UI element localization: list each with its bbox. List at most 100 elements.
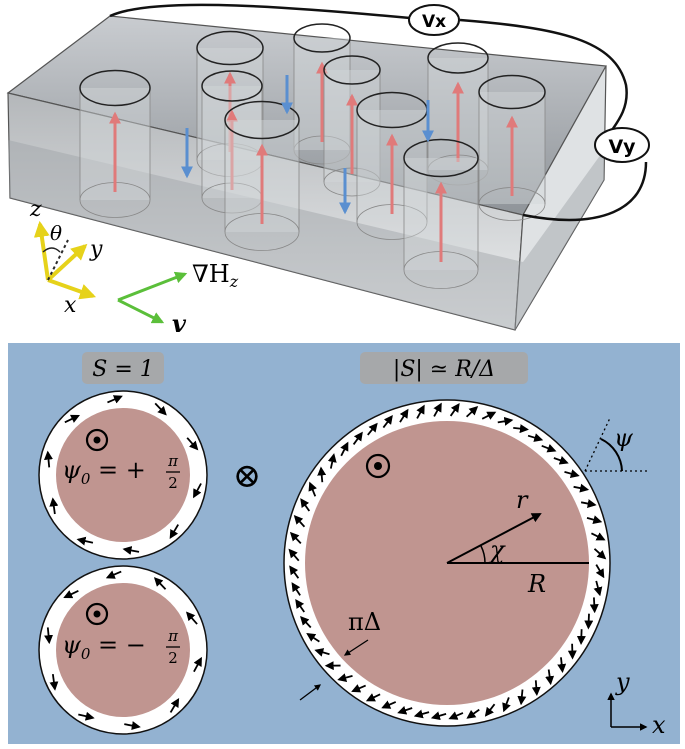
wall-spin-arrow [593, 548, 607, 560]
out-of-plane-icon [85, 428, 109, 452]
wall-spin-arrow [564, 469, 580, 478]
wall-spin-arrow [413, 709, 430, 719]
domain-cylinders [79, 23, 546, 289]
odot-ring [85, 602, 109, 626]
meter-vy-label: Vy [608, 136, 636, 158]
wall-arrows [44, 395, 202, 555]
wall-spin-arrow [169, 524, 179, 540]
gradient-label: ∇Hz [192, 260, 239, 291]
cylinder [224, 100, 300, 251]
wall-spin-arrow [289, 565, 300, 579]
small-skyrmion-minus: ψ0 = − π 2 [38, 565, 208, 735]
wall-spin-arrow [531, 680, 541, 697]
x-axis-label: x [64, 293, 77, 318]
wall-spin-arrow [63, 589, 79, 599]
cylinder-top [79, 69, 151, 107]
wall-spin-arrow [300, 615, 312, 629]
cylinder [403, 138, 479, 289]
small-title: S = 1 [92, 357, 154, 382]
cylinder [427, 42, 489, 186]
velocity-label: v [172, 309, 187, 338]
odot-ring [85, 428, 109, 452]
wall-spin-arrow [545, 669, 555, 686]
wall-arrows [44, 570, 202, 730]
wall-spin-arrow [465, 406, 479, 418]
wall-spin-arrow [553, 456, 569, 465]
big-skyrmion: r χ R ψ πΔ [283, 399, 650, 727]
wall-spin-arrow [381, 700, 397, 709]
cylinder [478, 74, 546, 221]
wall-spin-arrow [306, 632, 320, 643]
film-layer [8, 140, 604, 330]
wall-spin-arrow [308, 481, 317, 497]
z-axis-label: z [29, 197, 42, 222]
wall-spin-arrow [573, 483, 590, 493]
wall-spin-arrow [382, 414, 393, 429]
cylinder-top [427, 42, 489, 74]
into-plane-icon: ⊗ [233, 456, 262, 496]
meter-vx: Vx [408, 4, 460, 36]
wall-spin-arrow [580, 499, 597, 508]
wall-spin-arrow [186, 437, 199, 451]
wall-spin-arrow [49, 497, 59, 515]
cylinder-top [323, 55, 381, 85]
wall-inner-pointer [343, 639, 369, 656]
wall-spin-arrow [399, 408, 409, 423]
wall-spin-arrow [397, 705, 413, 715]
meter-vy-body [594, 127, 650, 163]
out-of-plane-icon [365, 453, 391, 479]
wall-spin-arrow [295, 599, 305, 613]
meter-wires [109, 3, 648, 222]
wall-spin-arrow [484, 703, 496, 717]
wall-spin-arrow [193, 483, 202, 499]
wall-spin-arrow [337, 673, 353, 683]
core [56, 583, 190, 717]
cylinder-top [478, 74, 546, 110]
psi-label: ψ [614, 424, 634, 452]
theta-label: θ [50, 221, 62, 245]
y-axis-label: y [89, 237, 103, 262]
big-title: |S| ≃ R/Δ [393, 357, 495, 382]
vy-wire [522, 161, 648, 222]
wall-spin-arrow [317, 466, 327, 483]
wall-spin-arrow [288, 548, 300, 562]
wall-spin-arrow [449, 402, 460, 417]
wall-spin-arrow [169, 697, 180, 713]
wall-spin-arrow [49, 674, 59, 691]
wall-spin-arrow [527, 433, 544, 442]
cylinder [79, 69, 151, 218]
meter-vx-label: Vx [422, 12, 446, 32]
wall-spin-arrow [584, 613, 594, 630]
odot-ring [365, 453, 391, 479]
wall-spin-arrow [576, 629, 586, 645]
wall-spin-arrow [502, 697, 511, 713]
wall-spin-arrow [107, 395, 123, 404]
psi-minus-label: ψ0 = − [62, 631, 146, 663]
wall-spin-arrow [64, 414, 80, 424]
meter-vx-body [408, 4, 460, 36]
wall-spin-arrow [193, 656, 202, 673]
cylinder-top [224, 100, 300, 140]
wall-spin-arrow [153, 577, 167, 590]
psi-minus-frac-num: π [167, 627, 179, 645]
wall-spin-arrow [314, 648, 330, 657]
psi-plus-frac-den: 2 [168, 474, 178, 492]
wall-spin-arrow [351, 684, 367, 693]
odot-center [93, 610, 101, 618]
chi-label: χ [488, 536, 506, 564]
out-of-plane-icon [85, 602, 109, 626]
cylinder-top [403, 138, 479, 178]
wall-spin-arrow [185, 611, 198, 625]
wall-spin-arrow [122, 546, 140, 555]
odot-center [374, 462, 382, 470]
small-skyrmion-plus: ψ0 = + π 2 [38, 390, 208, 560]
chi-arc [480, 545, 486, 564]
cylinder-top [196, 30, 264, 66]
wall-spin-arrow [78, 711, 95, 721]
wall-spin-arrow [76, 536, 94, 546]
gradient-arrow [117, 271, 188, 302]
corner-y-label: y [615, 668, 630, 696]
wall-spin-arrow [433, 402, 442, 417]
wall-spin-arrow [448, 711, 464, 720]
cylinder [196, 30, 264, 177]
